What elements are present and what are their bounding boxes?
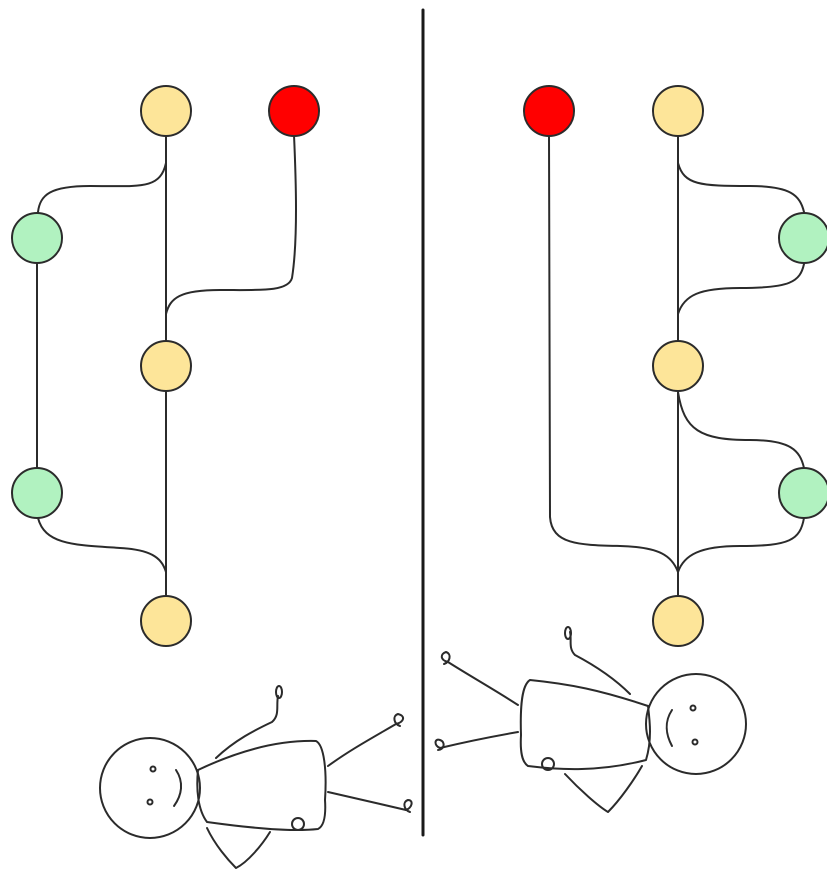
right-branch-node-2[interactable]	[778, 467, 827, 519]
right-graph-nodes	[523, 85, 827, 647]
left-branch-node-1[interactable]	[11, 212, 63, 264]
right-branch-out-line-1	[677, 162, 805, 213]
left-red-merge-line	[165, 134, 297, 315]
left-figure-hand-down	[291, 817, 305, 831]
left-figure-smile	[173, 769, 182, 807]
left-red-node[interactable]	[268, 85, 320, 137]
right-branch-merge-line-1	[677, 263, 805, 315]
right-red-merge-line	[548, 134, 679, 573]
left-figure-arm-up	[215, 695, 279, 759]
right-mid-node[interactable]	[652, 340, 704, 392]
left-figure-head	[99, 737, 201, 839]
right-branch-out-line-2	[677, 391, 805, 469]
left-branch-out-line	[37, 162, 167, 213]
left-graph-nodes	[11, 85, 320, 647]
left-figure-arm-down	[206, 827, 271, 869]
stick-figure-right	[434, 626, 747, 813]
left-figure-body	[196, 739, 327, 831]
vertical-divider	[421, 8, 425, 837]
left-figure-foot-bottom	[403, 799, 413, 813]
right-branch-node-1[interactable]	[778, 212, 827, 264]
right-figure-leg-bottom	[439, 731, 519, 749]
right-branch-merge-line-2	[677, 517, 805, 573]
right-figure-head	[645, 673, 747, 775]
right-figure-foot-top	[440, 651, 451, 665]
right-figure-eye-2	[691, 738, 699, 746]
left-figure-hand-up	[275, 685, 283, 699]
left-top-node[interactable]	[140, 85, 192, 137]
left-figure-foot-top	[393, 713, 404, 727]
left-mid-node[interactable]	[140, 340, 192, 392]
right-top-node[interactable]	[652, 85, 704, 137]
left-bottom-node[interactable]	[140, 595, 192, 647]
right-figure-body	[519, 679, 651, 771]
left-figure-eye-1	[149, 765, 157, 773]
stick-figure-left	[99, 685, 413, 869]
right-figure-hand-down	[541, 757, 555, 771]
right-figure-foot-bottom	[434, 738, 445, 751]
right-figure-leg-top	[447, 661, 519, 706]
left-branch-merge-line	[37, 517, 167, 573]
right-red-node[interactable]	[523, 85, 575, 137]
right-figure-arm-up	[569, 631, 631, 695]
right-figure-eye-1	[689, 704, 697, 712]
right-figure-arm-down	[564, 765, 643, 813]
right-bottom-node[interactable]	[652, 595, 704, 647]
left-figure-eye-2	[146, 798, 154, 806]
right-figure-smile	[665, 709, 673, 747]
left-branch-node-2[interactable]	[11, 467, 63, 519]
left-figure-leg-top	[327, 723, 397, 767]
right-figure-hand-up	[564, 626, 572, 640]
left-figure-leg-bottom	[327, 791, 407, 811]
